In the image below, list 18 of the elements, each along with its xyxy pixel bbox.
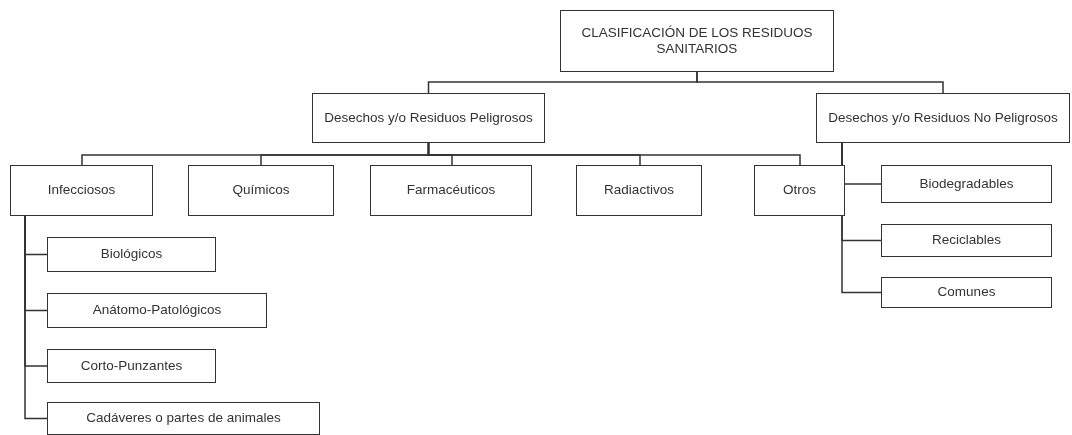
connector-line bbox=[696, 71, 944, 94]
title-box: CLASIFICACIÓN DE LOS RESIDUOS SANITARIOS bbox=[560, 10, 834, 72]
category-box: Anátomo-Patológicos bbox=[47, 293, 267, 328]
category-box: Reciclables bbox=[881, 224, 1052, 257]
category-box: Otros bbox=[754, 165, 845, 216]
category-box: Radiactivos bbox=[576, 165, 702, 216]
category-box: Comunes bbox=[881, 277, 1052, 308]
category-box: Corto-Punzantes bbox=[47, 349, 216, 383]
category-box: Cadáveres o partes de animales bbox=[47, 402, 320, 435]
category-box: Farmacéuticos bbox=[370, 165, 532, 216]
category-box: Biológicos bbox=[47, 237, 216, 272]
category-box: Químicos bbox=[188, 165, 334, 216]
category-box: Desechos y/o Residuos Peligrosos bbox=[312, 93, 545, 143]
category-box: Desechos y/o Residuos No Peligrosos bbox=[816, 93, 1070, 143]
category-box: Biodegradables bbox=[881, 165, 1052, 203]
connector-line bbox=[24, 215, 48, 420]
category-box: Infecciosos bbox=[10, 165, 153, 216]
connector-line bbox=[427, 142, 801, 166]
